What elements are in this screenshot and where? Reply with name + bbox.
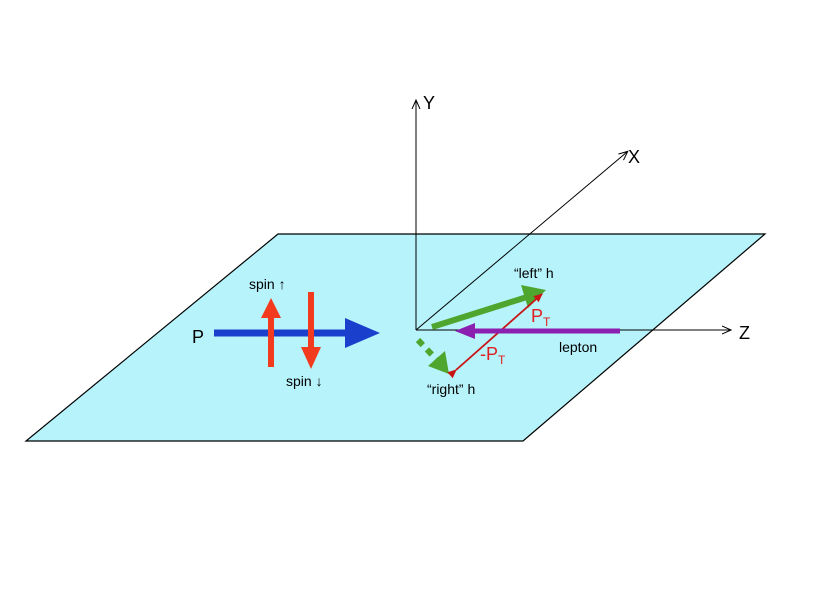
y-axis-label: Y	[423, 93, 435, 113]
proton-label: P	[192, 327, 204, 347]
x-axis-label: X	[628, 147, 640, 167]
spin-up-arrow	[261, 298, 281, 367]
spin-down-arrow	[301, 292, 321, 369]
pt-label: PT	[531, 306, 551, 329]
lepton-label: lepton	[559, 339, 597, 355]
proton-arrow	[214, 318, 380, 348]
z-axis-label: Z	[739, 323, 750, 343]
right-hadron-label: “right” h	[427, 381, 475, 397]
lepton-arrow	[455, 323, 620, 339]
spin-down-label: spin ↓	[286, 373, 323, 389]
right-hadron-arrow	[415, 337, 449, 374]
event-plane	[24, 233, 767, 442]
neg-pt-label: -PT	[480, 344, 506, 367]
left-hadron-label: “left” h	[514, 265, 554, 281]
spin-up-label: spin ↑	[249, 276, 286, 292]
